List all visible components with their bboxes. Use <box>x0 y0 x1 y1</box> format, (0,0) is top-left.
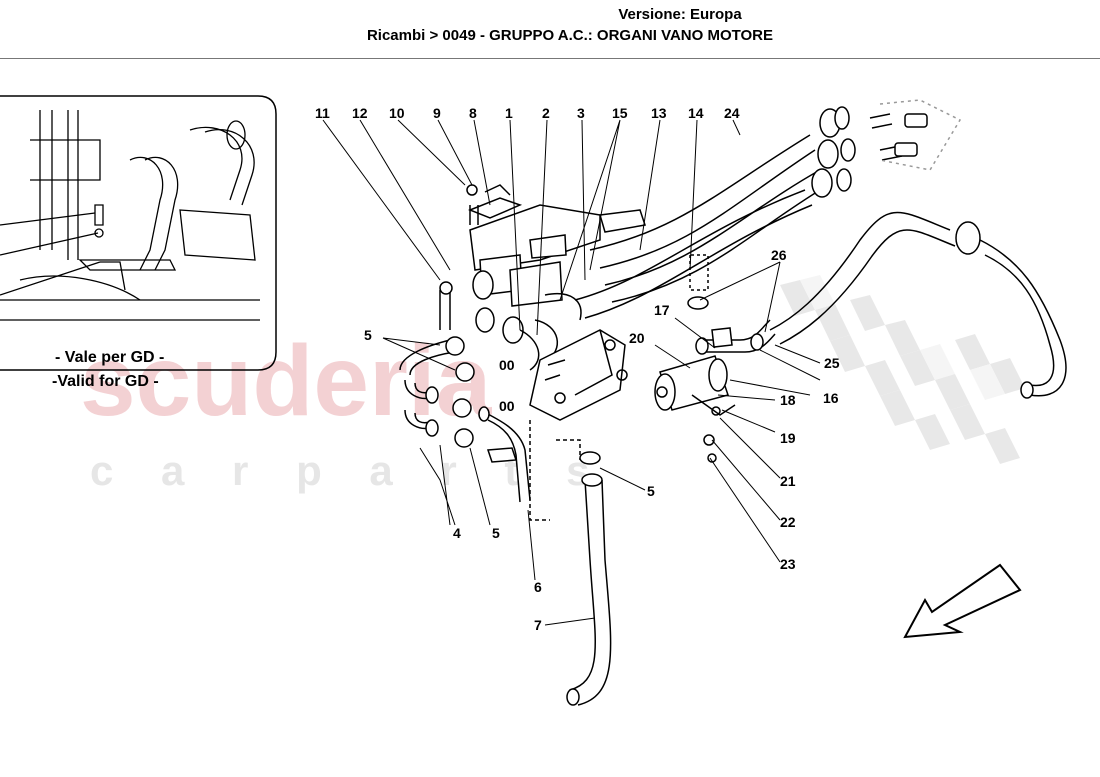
callout-26: 26 <box>771 247 787 263</box>
callout-12: 12 <box>352 105 368 121</box>
callout-00-a: 00 <box>499 357 515 373</box>
callout-2: 2 <box>542 105 550 121</box>
callout-labels: 11 12 10 9 8 1 2 3 15 13 14 24 26 17 20 … <box>315 105 840 633</box>
callout-25: 25 <box>824 355 840 371</box>
callout-10: 10 <box>389 105 405 121</box>
callout-22: 22 <box>780 514 796 530</box>
leader-lines <box>322 119 821 626</box>
callout-21: 21 <box>780 473 796 489</box>
water-pump <box>654 327 736 416</box>
callout-23: 23 <box>780 556 796 572</box>
watermark-brand: scuderia <box>80 325 493 437</box>
callout-3: 3 <box>577 105 585 121</box>
callout-9: 9 <box>433 105 441 121</box>
watermark-flag <box>780 275 1025 464</box>
callout-5-b: 5 <box>492 525 500 541</box>
callout-14: 14 <box>688 105 704 121</box>
callout-11: 11 <box>315 105 330 121</box>
callout-8: 8 <box>469 105 477 121</box>
callout-24: 24 <box>724 105 740 121</box>
gd-variant-inset: - Vale per GD - -Valid for GD - <box>0 95 277 390</box>
callout-20: 20 <box>629 330 645 346</box>
inset-sketch <box>0 110 260 321</box>
ac-engine-bay-assembly <box>399 99 1067 706</box>
callout-00-b: 00 <box>499 398 515 414</box>
breadcrumb: Ricambi > 0049 - GRUPPO A.C.: ORGANI VAN… <box>366 27 774 44</box>
callout-5-c: 5 <box>647 483 655 499</box>
arrow-down-left-icon <box>903 563 1022 639</box>
callout-6: 6 <box>534 579 542 595</box>
inset-label-it: - Vale per GD - <box>55 349 164 366</box>
callout-5-a: 5 <box>364 327 372 343</box>
page-header: Versione: Europa Ricambi > 0049 - GRUPPO… <box>0 0 1100 58</box>
callout-1: 1 <box>505 105 513 121</box>
callout-7: 7 <box>534 617 542 633</box>
callout-4: 4 <box>453 525 461 541</box>
header-divider <box>0 58 1100 59</box>
callout-18: 18 <box>780 392 796 408</box>
valve-block <box>467 197 646 371</box>
hose-24 <box>589 134 811 251</box>
version-label: Versione: Europa <box>618 6 742 23</box>
callout-19: 19 <box>780 430 796 446</box>
callout-16: 16 <box>823 390 839 406</box>
callout-15: 15 <box>612 105 628 121</box>
inset-label-en: -Valid for GD - <box>52 373 159 390</box>
callout-17: 17 <box>654 302 670 318</box>
hose-13 <box>604 169 821 286</box>
callout-13: 13 <box>651 105 667 121</box>
